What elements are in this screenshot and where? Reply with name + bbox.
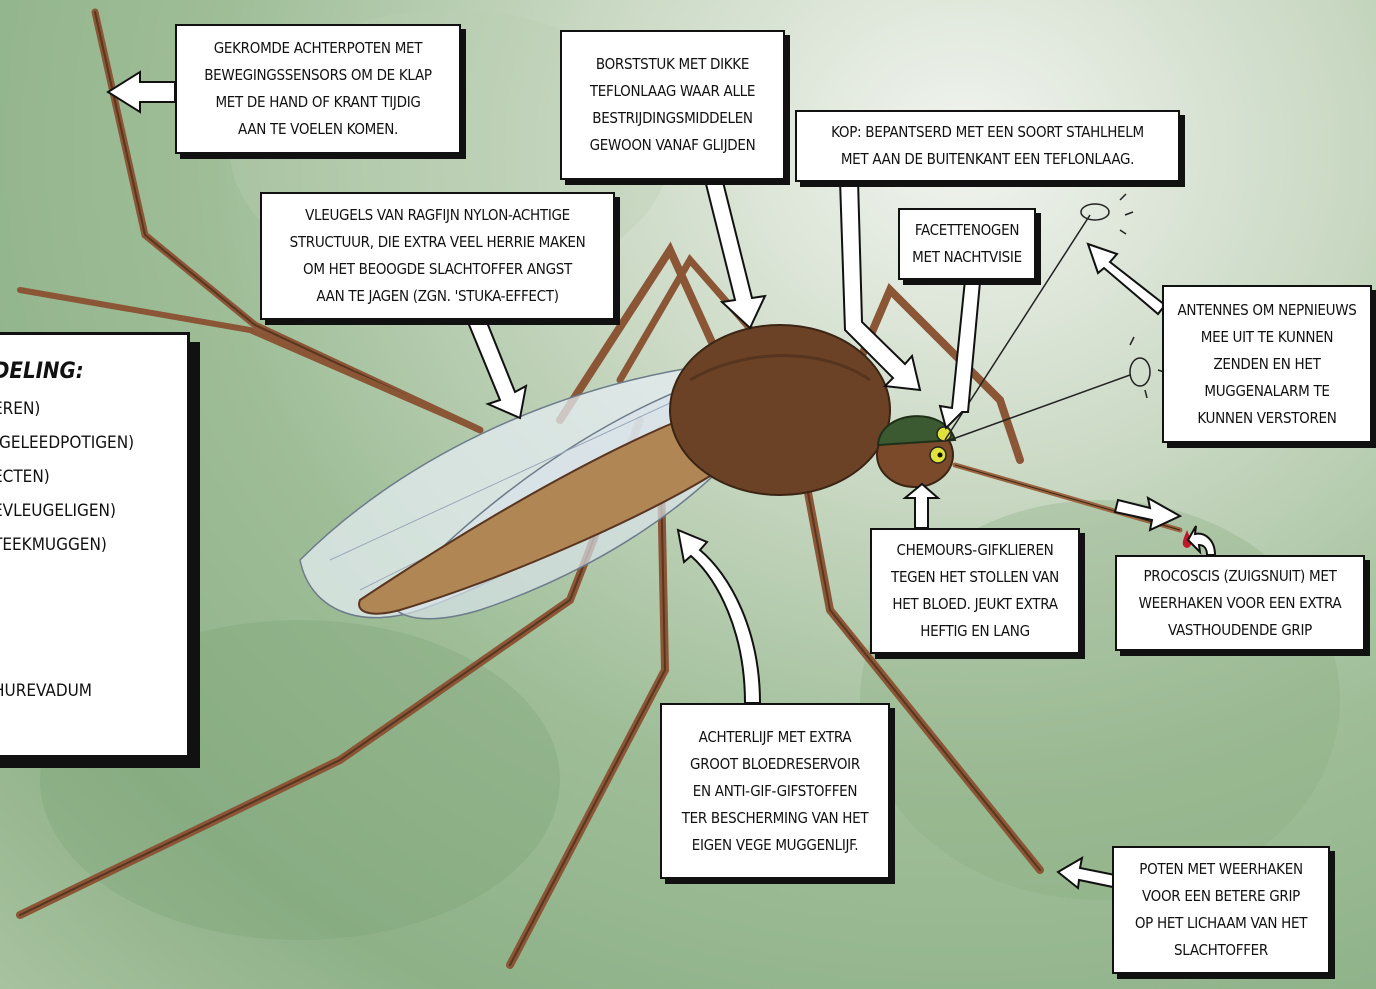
callout-line: PROCOSCIS (ZUIGSNUIT) MET	[1139, 563, 1342, 590]
callout-line: STRUCTUUR, DIE EXTRA VEEL HERRIE MAKEN	[290, 229, 586, 256]
callout-line: CHEMOURS-GIFKLIEREN	[891, 537, 1059, 564]
callout-line: AAN TE JAGEN (ZGN. 'STUKA-EFFECT)	[290, 283, 586, 310]
callout-line: GEKROMDE ACHTERPOTEN MET	[204, 35, 432, 62]
callout-line: WEERHAKEN VOOR EEN EXTRA	[1139, 590, 1342, 617]
callout-achterpoten: GEKROMDE ACHTERPOTEN MET BEWEGINGSSENSOR…	[175, 24, 461, 154]
callout-line: ANTENNES OM NEPNIEUWS	[1177, 297, 1356, 324]
classification-row: TEEKMUGGEN)	[0, 535, 107, 555]
callout-line: GEWOON VANAF GLIJDEN	[590, 132, 756, 159]
arrow-borststuk	[705, 178, 765, 328]
classification-row: (GELEEDPOTIGEN)	[0, 433, 134, 453]
callout-line: GROOT BLOEDRESERVOIR	[682, 751, 869, 778]
callout-line: BORSTSTUK MET DIKKE	[590, 51, 756, 78]
callout-line: ZENDEN EN HET	[1177, 351, 1356, 378]
classification-row: ECTEN)	[0, 467, 50, 487]
callout-gifklieren: CHEMOURS-GIFKLIEREN TEGEN HET STOLLEN VA…	[870, 528, 1080, 654]
callout-line: MET AAN DE BUITENKANT EEN TEFLONLAAG.	[831, 146, 1144, 173]
callout-facetogen: FACETTENOGEN MET NACHTVISIE	[898, 208, 1036, 280]
callout-line: VOOR EEN BETERE GRIP	[1135, 883, 1307, 910]
callout-line: HEFTIG EN LANG	[891, 618, 1059, 645]
arrow-facetogen	[940, 280, 980, 428]
callout-procoscis: PROCOSCIS (ZUIGSNUIT) MET WEERHAKEN VOOR…	[1115, 555, 1365, 651]
callout-line: KUNNEN VERSTOREN	[1177, 405, 1356, 432]
callout-line: MUGGENALARM TE	[1177, 378, 1356, 405]
callout-line: EIGEN VEGE MUGGENLIJF.	[682, 832, 869, 859]
callout-line: OP HET LICHAAM VAN HET	[1135, 910, 1307, 937]
classification-panel: DELING: EREN) (GELEEDPOTIGEN) ECTEN) EVL…	[0, 332, 190, 758]
thorax	[670, 325, 890, 495]
callout-line: KOP: BEPANTSERD MET EEN SOORT STAHLHELM	[831, 119, 1144, 146]
callout-line: TER BESCHERMING VAN HET	[682, 805, 869, 832]
callout-line: BEWEGINGSSENSORS OM DE KLAP	[204, 62, 432, 89]
callout-kop: KOP: BEPANTSERD MET EEN SOORT STAHLHELM …	[795, 110, 1180, 182]
classification-title: DELING:	[0, 359, 84, 384]
callout-borststuk: BORSTSTUK MET DIKKE TEFLONLAAG WAAR ALLE…	[560, 30, 785, 180]
callout-line: EN ANTI-GIF-GIFSTOFFEN	[682, 778, 869, 805]
arrow-gifklieren	[905, 484, 938, 528]
callout-line: SLACHTOFFER	[1135, 937, 1307, 964]
callout-line: ACHTERLIJF MET EXTRA	[682, 724, 869, 751]
classification-row: HUREVADUM	[0, 681, 92, 701]
callout-line: FACETTENOGEN	[912, 217, 1022, 244]
classification-row: EVLEUGELIGEN)	[0, 501, 116, 521]
callout-line: VLEUGELS VAN RAGFIJN NYLON-ACHTIGE	[290, 202, 586, 229]
callout-achterlijf: ACHTERLIJF MET EXTRA GROOT BLOEDRESERVOI…	[660, 703, 890, 879]
callout-antennes: ANTENNES OM NEPNIEUWS MEE UIT TE KUNNEN …	[1162, 285, 1372, 443]
callout-line: MET DE HAND OF KRANT TIJDIG	[204, 89, 432, 116]
callout-line: MET NACHTVISIE	[912, 244, 1022, 271]
callout-line: VASTHOUDENDE GRIP	[1139, 617, 1342, 644]
callout-line: AAN TE VOELEN KOMEN.	[204, 116, 432, 143]
callout-line: TEFLONLAAG WAAR ALLE	[590, 78, 756, 105]
callout-line: BESTRIJDINGSMIDDELEN	[590, 105, 756, 132]
arrow-vleugels	[465, 310, 526, 418]
callout-line: MEE UIT TE KUNNEN	[1177, 324, 1356, 351]
callout-poten: POTEN MET WEERHAKEN VOOR EEN BETERE GRIP…	[1112, 846, 1330, 974]
callout-line: TEGEN HET STOLLEN VAN	[891, 564, 1059, 591]
callout-line: OM HET BEOOGDE SLACHTOFFER ANGST	[290, 256, 586, 283]
callout-line: HET BLOED. JEUKT EXTRA	[891, 591, 1059, 618]
arrow-achterlijf	[678, 530, 760, 703]
classification-row: EREN)	[0, 399, 40, 419]
callout-vleugels: VLEUGELS VAN RAGFIJN NYLON-ACHTIGE STRUC…	[260, 192, 615, 320]
arrow-antennes	[1088, 244, 1165, 314]
callout-line: POTEN MET WEERHAKEN	[1135, 856, 1307, 883]
